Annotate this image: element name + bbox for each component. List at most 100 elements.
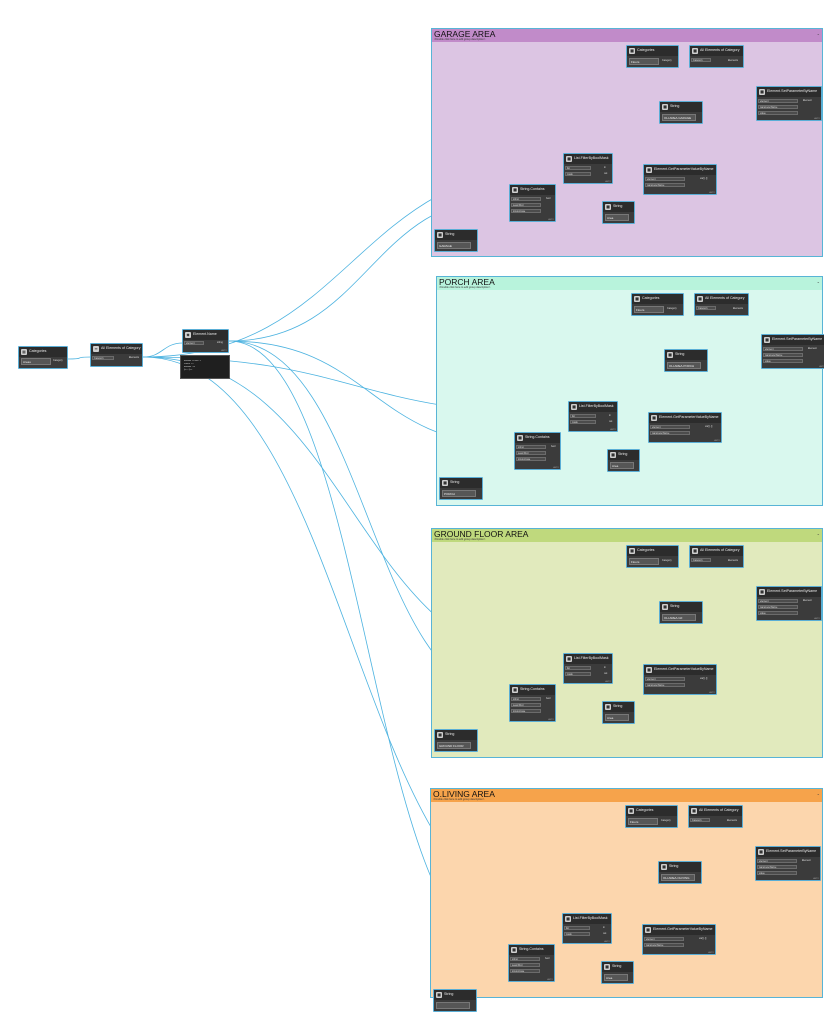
input-port-element[interactable]: element (644, 937, 684, 941)
group-2[interactable]: GROUND FLOOR AREA<Double click here to e… (431, 528, 823, 758)
string-area-value[interactable]: Area (604, 974, 628, 981)
output-port-category[interactable]: Category (662, 559, 672, 562)
input-port-value[interactable]: value (763, 359, 803, 363)
input-port-mask[interactable]: mask (570, 420, 596, 424)
input-port-element[interactable]: element (645, 677, 685, 681)
input-port-parameter-name[interactable]: parameterName (650, 431, 690, 435)
input-port-string[interactable]: string (511, 697, 541, 701)
output-port-bool[interactable]: bool (551, 445, 556, 448)
input-port-string[interactable]: string (511, 197, 541, 201)
input-port-parameter-name[interactable]: parameterName (758, 605, 798, 609)
output-port-element[interactable]: Element (808, 347, 817, 350)
output-port-category[interactable]: Category (661, 819, 671, 822)
string-search-value[interactable]: GARAGE (437, 242, 471, 249)
input-port-element[interactable]: element (650, 425, 690, 429)
output-port-var[interactable]: var[]..[] (699, 937, 707, 940)
string-search-value[interactable] (436, 1002, 470, 1009)
input-port-element[interactable]: element (763, 347, 803, 351)
string-area-value[interactable]: Area (605, 214, 629, 221)
group-3[interactable]: O.LIVING AREA<Double click here to edit … (430, 788, 823, 1012)
group-1[interactable]: PORCH AREA<Double click here to edit gro… (436, 276, 824, 506)
output-port-bool[interactable]: bool (546, 697, 551, 700)
collapse-icon[interactable]: ⌃ (816, 533, 820, 538)
input-port-category[interactable]: Category (690, 818, 710, 822)
input-port-search-for[interactable]: searchFor (516, 451, 546, 455)
output-port-elements[interactable]: Elements (728, 559, 738, 562)
output-port-category[interactable]: Category (662, 59, 672, 62)
output-port-element[interactable]: Element (803, 599, 812, 602)
collapse-icon[interactable]: ⌃ (816, 793, 820, 798)
output-port-var[interactable]: var[]..[] (700, 677, 708, 680)
group-description[interactable]: <Double click here to edit group descrip… (439, 286, 491, 289)
input-port-value[interactable]: value (758, 611, 798, 615)
input-port-list[interactable]: list (570, 414, 596, 418)
input-port-search-for[interactable]: searchFor (511, 703, 541, 707)
output-port-elements[interactable]: Elements (733, 307, 743, 310)
string-param-value[interactable]: OH.AREA.PORCH (667, 362, 701, 369)
categories-dropdown[interactable]: Floors (629, 58, 659, 65)
wire-elements-to-element-name[interactable] (142, 342, 184, 358)
group-description[interactable]: <Double click here to edit group descrip… (433, 798, 485, 801)
string-search-value[interactable]: GROUND FLOOR (437, 742, 471, 749)
output-port-out[interactable]: out (603, 932, 607, 935)
input-port-category[interactable]: Category (691, 558, 711, 562)
output-port-category[interactable]: Category (53, 359, 63, 362)
group-0[interactable]: GARAGE AREA<Double click here to edit gr… (431, 28, 823, 257)
string-param-value[interactable]: OH.AREA.GF (662, 614, 696, 621)
output-port-elements[interactable]: Elements (728, 59, 738, 62)
categories-dropdown[interactable]: Floors (628, 818, 658, 825)
output-port-var[interactable]: var[]..[] (700, 177, 708, 180)
input-port-element[interactable]: element (758, 599, 798, 603)
output-port-elements[interactable]: Elements (129, 356, 139, 359)
output-port-in[interactable]: in (604, 666, 606, 669)
input-port-parameter-name[interactable]: parameterName (644, 943, 684, 947)
input-port-parameter-name[interactable]: parameterName (763, 353, 803, 357)
input-port-search-for[interactable]: searchFor (511, 203, 541, 207)
string-area-value[interactable]: Area (610, 462, 634, 469)
input-port-ignore-case[interactable]: ignoreCase (511, 709, 541, 713)
input-port-mask[interactable]: mask (565, 672, 591, 676)
output-port-out[interactable]: out (609, 420, 613, 423)
input-port-parameter-name[interactable]: parameterName (758, 105, 798, 109)
input-port-element[interactable]: element (645, 177, 685, 181)
string-search-node[interactable]: ■String (433, 989, 477, 1012)
input-port-element[interactable]: element (758, 99, 798, 103)
string-param-value[interactable]: OH.AREA.OLIVING (661, 874, 695, 881)
wire-categories-to-all-elements[interactable] (67, 356, 92, 360)
output-port-in[interactable]: in (603, 926, 605, 929)
string-search-value[interactable]: PORCH (442, 490, 476, 497)
output-port-out[interactable]: out (604, 672, 608, 675)
input-port-element[interactable]: element (184, 341, 204, 345)
output-port-element[interactable]: Element (803, 99, 812, 102)
input-port-list[interactable]: list (565, 166, 591, 170)
group-description[interactable]: <Double click here to edit group descrip… (434, 38, 486, 41)
input-port-string[interactable]: string (510, 957, 540, 961)
output-port-in[interactable]: in (604, 166, 606, 169)
categories-dropdown[interactable]: Areas (21, 358, 51, 365)
collapse-icon[interactable]: ⌃ (816, 33, 820, 38)
input-port-parameter-name[interactable]: parameterName (757, 865, 797, 869)
